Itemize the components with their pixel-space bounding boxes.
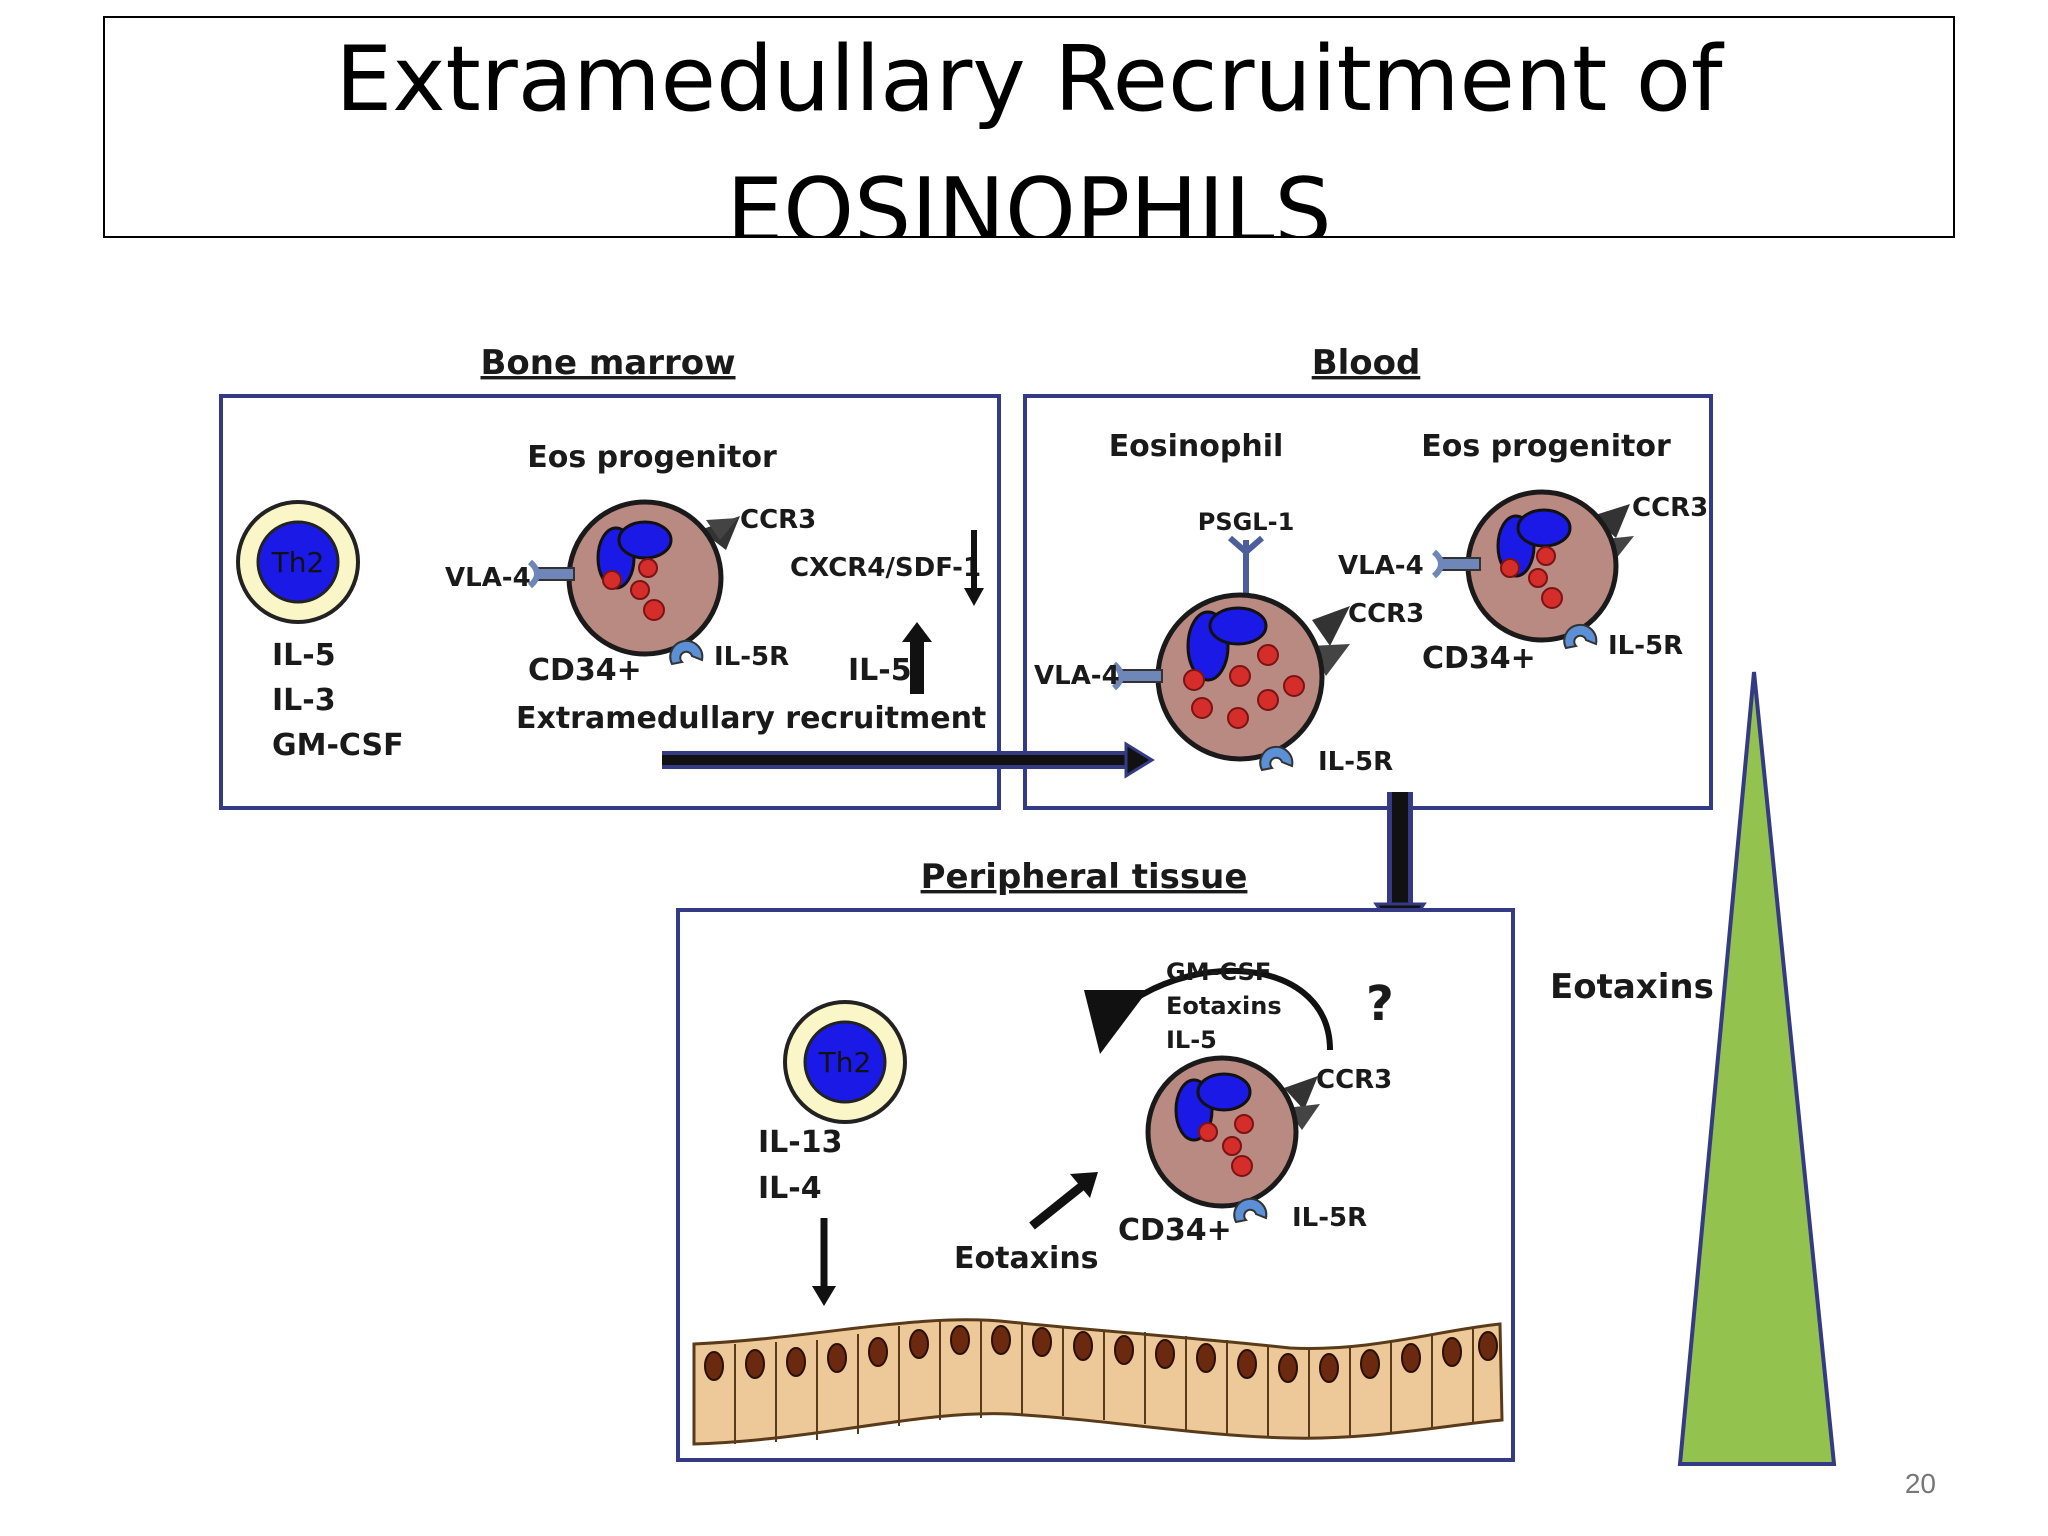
peripheral-tissue-header: Peripheral tissue xyxy=(921,857,1248,897)
cytokine-gmcsf: GM-CSF xyxy=(272,728,404,763)
il5-label: IL-5 xyxy=(848,653,912,688)
down-arrow-icon xyxy=(964,530,984,606)
peripheral-tissue-panel: Peripheral tissue GM-CSF Eotaxins IL-5 ?… xyxy=(676,857,1515,1462)
il5r-right-label: IL-5R xyxy=(1608,631,1683,661)
feedback-arrow-icon xyxy=(1084,968,1333,1054)
slide-title: Extramedullary Recruitment of EOSINOPHIL… xyxy=(103,16,1955,238)
psgl1-label: PSGL-1 xyxy=(1198,508,1295,536)
th2-label: Th2 xyxy=(271,546,325,579)
tissue-eosinophil-cell xyxy=(1145,1055,1320,1224)
il5r-mid-label: IL-5R xyxy=(1318,747,1393,777)
blood-progenitor-title: Eos progenitor xyxy=(1421,429,1671,464)
vla4-label: VLA-4 xyxy=(445,563,531,593)
psgl1-receptor-icon xyxy=(1228,535,1264,594)
eotaxin-arrow-icon xyxy=(1029,1172,1098,1230)
ccr3-label: CCR3 xyxy=(740,505,816,535)
vla4-right-label: VLA-4 xyxy=(1338,551,1424,581)
loop-il5: IL-5 xyxy=(1166,1026,1217,1054)
loop-eotaxins: Eotaxins xyxy=(1166,992,1282,1020)
cytokine-il5: IL-5 xyxy=(272,638,336,673)
il4-down-arrow-icon xyxy=(812,1218,836,1306)
cd34-label: CD34+ xyxy=(528,653,642,688)
page-number: 20 xyxy=(1904,1468,1936,1499)
cxcr4-label: CXCR4/SDF-1 xyxy=(790,553,981,583)
up-arrow-icon xyxy=(902,622,932,694)
il5r-label: IL-5R xyxy=(714,642,789,672)
eos-progenitor-title: Eos progenitor xyxy=(527,440,777,475)
eotaxins-label: Eotaxins xyxy=(954,1241,1099,1276)
question-mark: ? xyxy=(1366,976,1394,1032)
il5r-receptor-icon xyxy=(669,639,704,666)
vla4-receptor-icon xyxy=(537,567,575,581)
eotaxin-gradient-triangle xyxy=(1677,671,1837,1466)
tissue-th2-label: Th2 xyxy=(818,1046,872,1079)
ccr3-mid-label: CCR3 xyxy=(1348,599,1424,629)
vla4-left-label: VLA-4 xyxy=(1034,661,1120,691)
th2-cell-bone-marrow: Th2 xyxy=(236,500,360,624)
recruitment-arrow-icon xyxy=(662,741,1155,779)
ccr3-right-label: CCR3 xyxy=(1632,493,1708,523)
cytokine-il3: IL-3 xyxy=(272,683,336,718)
loop-gmcsf: GM-CSF xyxy=(1166,958,1271,986)
eos-progenitor-cell xyxy=(527,499,740,666)
cytokine-il13: IL-13 xyxy=(758,1125,842,1160)
title-line-1: Extramedullary Recruitment of xyxy=(335,27,1723,132)
tissue-cd34-label: CD34+ xyxy=(1118,1213,1232,1248)
epithelium-layer xyxy=(692,1318,1504,1446)
th2-cell-tissue: Th2 xyxy=(783,1000,907,1124)
extramedullary-recruitment-label: Extramedullary recruitment xyxy=(516,701,986,736)
cytokine-il4: IL-4 xyxy=(758,1171,822,1206)
tissue-ccr3-label: CCR3 xyxy=(1316,1065,1392,1095)
blood-progenitor-cell xyxy=(1431,489,1634,650)
title-line-2: EOSINOPHILS xyxy=(726,159,1332,238)
gradient-label: Eotaxins xyxy=(1550,967,1714,1007)
eosinophil-title: Eosinophil xyxy=(1109,429,1284,464)
bone-marrow-panel: Bone marrow Th2 IL-5 IL-3 GM-CSF Eos pro… xyxy=(219,343,1001,810)
bone-marrow-header: Bone marrow xyxy=(480,343,735,383)
tissue-il5r-label: IL-5R xyxy=(1292,1203,1367,1233)
eosinophil-cell xyxy=(1111,592,1350,772)
blood-cd34-label: CD34+ xyxy=(1422,641,1536,676)
blood-panel: Blood Eosinophil PSGL-1 VLA-4 CCR3 IL-5R xyxy=(1023,343,1713,810)
blood-header: Blood xyxy=(1312,343,1421,383)
